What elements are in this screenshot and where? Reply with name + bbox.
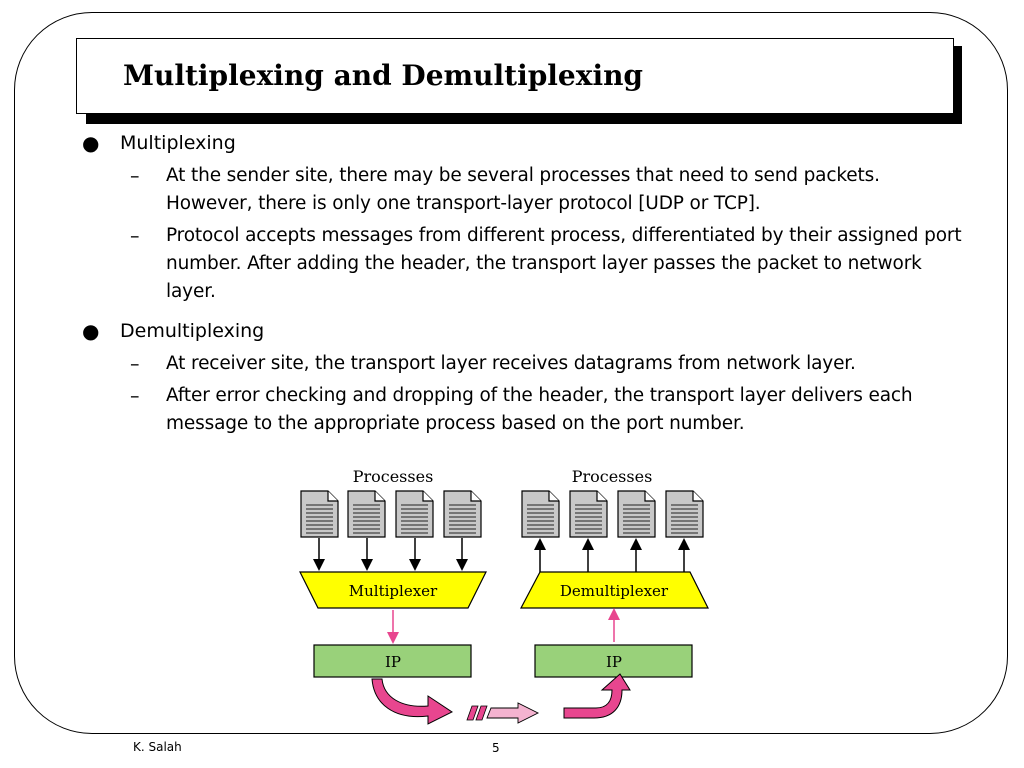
bullet-label: Demultiplexing [120,320,265,342]
document-icon [617,490,656,538]
demux-to-process-arrows [534,538,690,572]
dash-icon: – [130,225,140,247]
right-ip-box: IP [534,644,693,678]
document-icon [521,490,560,538]
dash-icon: – [130,385,140,407]
document-icon [665,490,704,538]
bullet-dot-icon: ● [82,131,100,155]
process-to-mux-arrows [313,538,468,571]
bullet-label: Multiplexing [120,132,236,154]
sub-item-text: Protocol accepts messages from different… [166,225,962,302]
right-processes-heading: Processes [572,467,653,486]
sub-item-text: After error checking and dropping of the… [166,385,913,434]
receiver-process-icons [521,490,704,538]
sub-item: – At the sender site, there may be sever… [128,162,962,218]
bullet-demultiplexing: ● Demultiplexing – At receiver site, the… [82,318,962,438]
document-icon [300,490,339,538]
sub-item: – Protocol accepts messages from differe… [128,222,962,306]
page-number: 5 [492,741,500,755]
document-icon [569,490,608,538]
footer-author: K. Salah [133,740,182,754]
sub-item-text: At receiver site, the transport layer re… [166,353,856,374]
outgoing-curved-arrow-icon [371,678,453,725]
dash-icon: – [130,353,140,375]
demultiplexer: Demultiplexer [520,571,709,609]
sender-process-icons [300,490,482,538]
transmission-arrow-icon [466,702,540,724]
mux-demux-diagram: Processes Processes Mul [290,462,720,732]
document-icon [443,490,482,538]
bullet-dot-icon: ● [82,319,100,343]
document-icon [395,490,434,538]
right-ip-label: IP [606,653,622,671]
multiplexer-label: Multiplexer [349,582,438,600]
demultiplexer-label: Demultiplexer [560,582,669,600]
left-processes-heading: Processes [353,467,434,486]
slide-title: Multiplexing and Demultiplexing [123,59,644,92]
slide-frame [14,12,1008,734]
sub-item-text: At the sender site, there may be several… [166,165,880,214]
title-box: Multiplexing and Demultiplexing [76,38,954,114]
incoming-curved-arrow-icon [563,673,631,719]
dash-icon: – [130,165,140,187]
left-ip-box: IP [313,644,472,678]
multiplexer: Multiplexer [299,571,487,609]
bullet-multiplexing: ● Multiplexing – At the sender site, the… [82,130,962,306]
document-icon [347,490,386,538]
sub-item: – At receiver site, the transport layer … [128,350,962,378]
left-ip-label: IP [385,653,401,671]
sub-item: – After error checking and dropping of t… [128,382,962,438]
